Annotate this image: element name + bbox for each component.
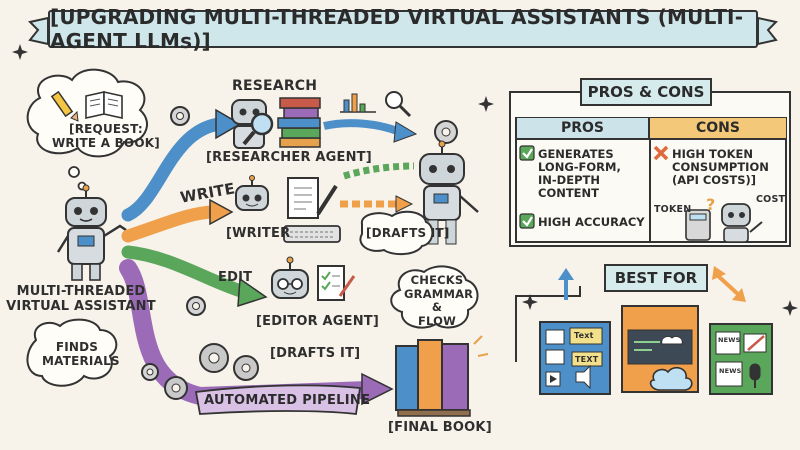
check-icon bbox=[519, 145, 535, 161]
pipeline-arrow bbox=[119, 259, 377, 406]
researcher-robot-icon bbox=[231, 99, 274, 149]
microphone-icon bbox=[749, 363, 761, 381]
editor-robot-icon bbox=[271, 256, 309, 299]
cons-header: CONS bbox=[650, 118, 786, 140]
editor-agent-label: [EDITOR AGENT] bbox=[256, 314, 380, 329]
checks-bubble bbox=[390, 265, 479, 329]
gear-icon bbox=[186, 296, 206, 316]
newspaper-icon bbox=[715, 331, 741, 355]
pros-cons-title: PROS & CONS bbox=[580, 78, 712, 106]
pen-icon bbox=[316, 184, 338, 216]
bar-chart-icon bbox=[340, 93, 376, 113]
gear-icon bbox=[233, 355, 259, 381]
chart-icon bbox=[545, 349, 565, 365]
writer-robot-icon bbox=[235, 175, 269, 211]
assistant-label: MULTI-THREADED VIRTUAL ASSISTANT bbox=[6, 284, 156, 314]
final-book-label: [FINAL BOOK] bbox=[388, 420, 492, 435]
gear-icon bbox=[170, 106, 190, 126]
banner-tail-right bbox=[757, 16, 778, 46]
gear-icon bbox=[141, 363, 159, 381]
book-icon bbox=[85, 91, 123, 119]
sparkle-icon bbox=[12, 44, 798, 316]
bubble-dot bbox=[68, 166, 80, 178]
document-icon bbox=[287, 177, 319, 219]
check-icon bbox=[519, 213, 535, 229]
tile-text-label: TEXT bbox=[575, 355, 599, 364]
cons-item: HIGH TOKEN CONSUMPTION (API COSTS)] bbox=[672, 147, 769, 187]
cost-label: COST bbox=[756, 194, 786, 205]
gear-icon bbox=[199, 343, 229, 373]
researcher-agent-label: [RESEARCHER AGENT] bbox=[206, 150, 372, 165]
svg-text:?: ? bbox=[706, 195, 715, 214]
request-text: [REQUEST: WRITE A BOOK] bbox=[52, 122, 160, 150]
pros-header: PROS bbox=[517, 118, 650, 140]
best-for-title: BEST FOR bbox=[604, 264, 708, 292]
data-flow-arrow bbox=[323, 119, 402, 136]
tile-news-label: NEWS bbox=[718, 336, 741, 344]
drafts-label-2: [DRAFTS IT] bbox=[270, 346, 361, 361]
drafts-text: [DRAFTS IT] bbox=[366, 226, 450, 240]
assistant-robot-icon bbox=[56, 184, 127, 281]
research-label: RESEARCH bbox=[232, 78, 318, 94]
finds-bubble bbox=[26, 318, 118, 387]
green-flow bbox=[342, 162, 415, 180]
checklist-icon bbox=[317, 265, 356, 301]
cross-icon bbox=[653, 145, 669, 161]
pencil-icon bbox=[50, 90, 79, 122]
finds-text: FINDS MATERIALS bbox=[42, 340, 120, 368]
pipeline-label: AUTOMATED PIPELINE bbox=[204, 393, 371, 408]
code-window-icon bbox=[627, 329, 693, 365]
drafts-bubble bbox=[359, 210, 434, 256]
token-label: TOKEN bbox=[654, 204, 692, 215]
newspaper-icon bbox=[715, 361, 743, 387]
research-arrow bbox=[121, 117, 227, 222]
gear-icon bbox=[434, 120, 458, 144]
banner-tail-left bbox=[28, 16, 49, 46]
edit-arrow bbox=[121, 245, 251, 299]
pros-item: GENERATES LONG-FORM, IN-DEPTH CONTENT bbox=[538, 147, 621, 200]
final-books-icon bbox=[395, 335, 489, 417]
tile-text-label: Text bbox=[574, 331, 594, 340]
calculator-icon bbox=[685, 209, 711, 241]
title-banner: [UPGRADING MULTI-THREADED VIRTUAL ASSIST… bbox=[48, 5, 758, 53]
cloud-icon bbox=[649, 366, 693, 391]
video-icon bbox=[545, 329, 565, 345]
gear-icon bbox=[164, 376, 188, 400]
checks-text: CHECKS GRAMMAR & FLOW bbox=[404, 273, 474, 328]
cost-robot-icon bbox=[721, 203, 763, 243]
write-arrow bbox=[121, 205, 221, 243]
book-stack-icon bbox=[277, 97, 321, 148]
magnifier-icon bbox=[385, 91, 412, 118]
pipeline-banner bbox=[194, 384, 362, 415]
speaker-icon bbox=[575, 364, 591, 390]
edit-label: EDIT bbox=[218, 270, 253, 285]
pros-item: HIGH ACCURACY bbox=[538, 215, 645, 229]
writer-label: [WRITER bbox=[226, 226, 291, 241]
tile-news-label: NEWS bbox=[719, 367, 742, 375]
best-for-arrow bbox=[714, 272, 742, 298]
page-title: [UPGRADING MULTI-THREADED VIRTUAL ASSIST… bbox=[50, 5, 744, 53]
keyboard-icon bbox=[283, 225, 341, 243]
question-mark-icon: ? bbox=[706, 195, 715, 214]
